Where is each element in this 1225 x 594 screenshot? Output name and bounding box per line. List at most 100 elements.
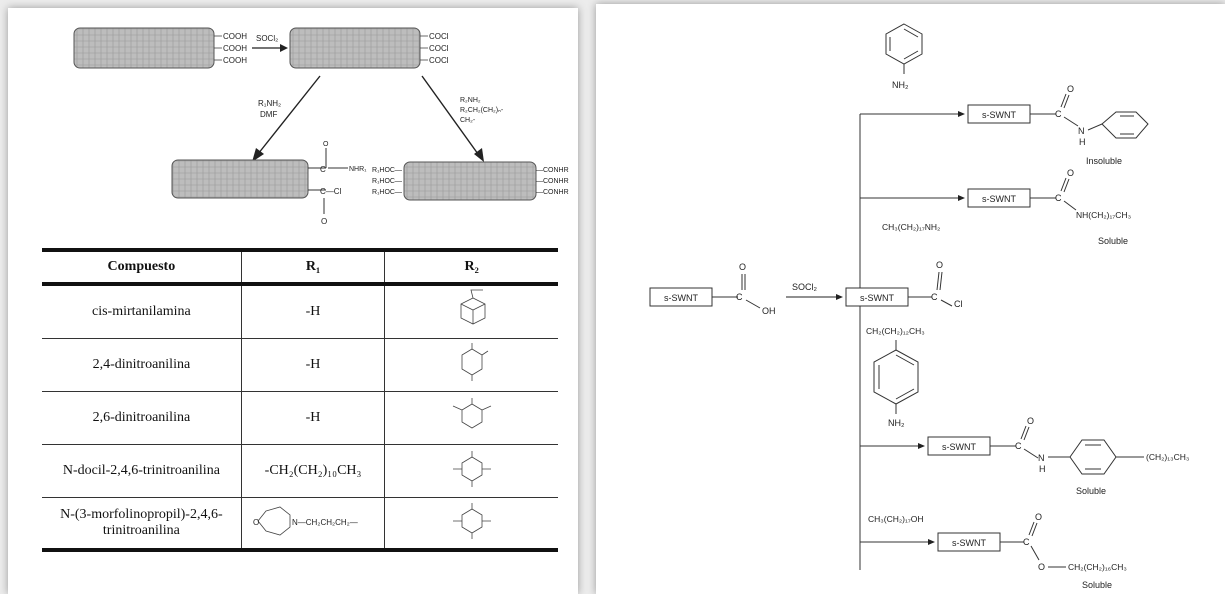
reagent-right-1: R₂NH₂ [460, 97, 481, 104]
compound-name: cis-mirtanilamina [42, 283, 242, 339]
cooh-label: COOH [223, 56, 247, 65]
r1-value: -H [240, 391, 385, 445]
aniline-nh2: NH₂ [892, 80, 909, 90]
amide-c: C [1015, 441, 1022, 451]
header-compuesto: Compuesto [42, 250, 242, 286]
r1-value: -H [240, 283, 385, 339]
amide-nh-chain: NH(CH₂)₁₇CH₃ [1076, 210, 1131, 220]
tetradecyl-label: CH₂(CH₂)₁₂CH₃ [866, 326, 925, 336]
r2-structure [384, 283, 558, 339]
swnt-box-label: s-SWNT [942, 442, 976, 452]
table-row: 2,6-dinitroanilina -H [42, 391, 558, 445]
branch-octadecylamine: s-SWNT C O NH(CH₂)₁₇CH₃ CH₃(CH₂)₁₇NH₂ So… [860, 168, 1131, 246]
r1hoc-label: R₁HOC— [372, 167, 402, 174]
trinitrophenyl-structure-icon [452, 450, 491, 487]
r1-value: -CH₂(CH₂)₁₀CH₃ [240, 444, 385, 498]
insoluble-label: Insoluble [1086, 156, 1122, 166]
nanotube-cocl: COCl COCl COCl [289, 27, 449, 69]
functionalization-scheme: s-SWNT C O OH SOCl₂ s-SWNT C O Cl [649, 23, 1189, 590]
aniline-nh2: NH₂ [888, 418, 905, 428]
left-panel: COOH COOH COOH SOCl₂ COCl COCl COCl R₁NH… [8, 8, 578, 594]
nanotube-scheme: COOH COOH COOH SOCl₂ COCl COCl COCl R₁NH… [73, 27, 569, 226]
amide-h: H [1039, 464, 1046, 474]
r2-structure [384, 497, 558, 550]
compound-table: Compuesto R₁ R₂ cis-mirtanilamina -H 2,4… [42, 248, 558, 552]
nanotube-cooh: COOH COOH COOH [73, 27, 247, 69]
carbonyl-o-label: O [323, 141, 329, 148]
amide-n: N [1078, 126, 1085, 136]
reagent-right-2: R₂CH₂(CH₂)ₙ- [460, 107, 504, 114]
carbonyl-o-label: O [321, 217, 327, 226]
swnt-box-label: s-SWNT [860, 293, 894, 303]
cocl-label: COCl [429, 44, 449, 53]
amide-o: O [1027, 416, 1034, 426]
morpholinopropyl-structure-icon: O N—CH₂CH₂CH₂— [253, 506, 358, 535]
table-row: N-(3-morfolinopropil)-2,4,6-trinitroanil… [42, 497, 558, 550]
soluble-label: Soluble [1082, 580, 1112, 590]
ester-c: C [1023, 537, 1030, 547]
header-r1: R₁ [240, 250, 385, 286]
conhr-label: —CONHR [536, 189, 569, 196]
r2-structure [384, 338, 558, 392]
dinitrophenyl-26-structure-icon [452, 397, 491, 428]
socl-arrow: SOCl₂ [252, 34, 288, 52]
octadecanol-label: CH₃(CH₂)₁₇OH [868, 514, 924, 524]
amide-n: N [1038, 453, 1045, 463]
swnt-box-label: s-SWNT [982, 110, 1016, 120]
carboxyl-c: C [736, 292, 743, 302]
amide-h: H [1079, 137, 1086, 147]
starting-swnt: s-SWNT C O OH [649, 262, 776, 316]
compound-name: N-docil-2,4,6-trinitroanilina [42, 444, 242, 498]
soluble-label: Soluble [1076, 486, 1106, 496]
propyl-chain-label: N—CH₂CH₂CH₂— [292, 518, 358, 527]
table-header-row: Compuesto R₁ R₂ [42, 250, 558, 286]
morpholine-o-label: O [253, 518, 259, 527]
acyl-o: O [936, 260, 943, 270]
swnt-box-label: s-SWNT [664, 293, 698, 303]
acyl-chloride-swnt: s-SWNT C O Cl [845, 260, 963, 309]
table-row: cis-mirtanilamina -H [42, 283, 558, 339]
carbon-label: C [320, 165, 326, 174]
ester-o: O [1035, 512, 1042, 522]
reagent-left-1: R₁NH₂ [258, 99, 281, 108]
r2-structure [384, 391, 558, 445]
amide-c: C [1055, 193, 1062, 203]
trinitrophenyl-structure-icon [452, 502, 491, 539]
cooh-label: COOH [223, 32, 247, 41]
cocl-label: COCl [429, 56, 449, 65]
ester-o-link: O [1038, 562, 1045, 572]
amide-o: O [1067, 168, 1074, 178]
swnt-box-label: s-SWNT [952, 538, 986, 548]
conhr-label: —CONHR [536, 167, 569, 174]
nanotube-amide-product: O C NHR₁ C—Cl O [171, 141, 367, 226]
compound-name: 2,6-dinitroanilina [42, 391, 242, 445]
tetradecyl-chain: (CH₂)₁₃CH₃ [1146, 452, 1189, 462]
carboxyl-oh: OH [762, 306, 776, 316]
r2-structure [384, 444, 558, 498]
branch-aniline: NH₂ s-SWNT C O N H Insoluble [860, 23, 1149, 166]
octadecylamine-label: CH₃(CH₂)₁₇NH₂ [882, 222, 940, 232]
table-row: 2,4-dinitroanilina -H [42, 338, 558, 392]
carboxyl-o: O [739, 262, 746, 272]
socl2-arrow: SOCl₂ [786, 282, 843, 300]
branch-octadecanol: CH₃(CH₂)₁₇OH s-SWNT C O O CH₂(CH₂)₁₆CH₃ … [860, 512, 1127, 590]
soluble-label: Soluble [1098, 236, 1128, 246]
swnt-box-label: s-SWNT [982, 194, 1016, 204]
right-panel: s-SWNT C O OH SOCl₂ s-SWNT C O Cl [596, 4, 1225, 594]
reagent-right-3: CH₂- [460, 117, 476, 124]
header-r2: R₂ [384, 250, 558, 286]
conhr-label: —CONHR [536, 178, 569, 185]
r1hoc-label: R₁HOC— [372, 178, 402, 185]
cocl-label: COCl [429, 32, 449, 41]
nanotube-diamide-product: R₁HOC— R₁HOC— R₁HOC— —CONHR —CONHR —CONH… [372, 161, 569, 201]
reagent-left-2: DMF [260, 110, 277, 119]
cooh-label: COOH [223, 44, 247, 53]
acyl-c: C [931, 292, 938, 302]
compound-name: N-(3-morfolinopropil)-2,4,6-trinitroanil… [42, 497, 242, 550]
r1hoc-label: R₁HOC— [372, 189, 402, 196]
dinitrophenyl-24-structure-icon [461, 342, 488, 381]
r1-value: O N—CH₂CH₂CH₂— [240, 497, 385, 550]
branch-tetradecylaniline: CH₂(CH₂)₁₂CH₃ NH₂ s-SWNT C O N H (CH₂)₁₃… [860, 326, 1189, 496]
amide-c: C [1055, 109, 1062, 119]
acyl-chloride-label: C—Cl [320, 187, 342, 196]
